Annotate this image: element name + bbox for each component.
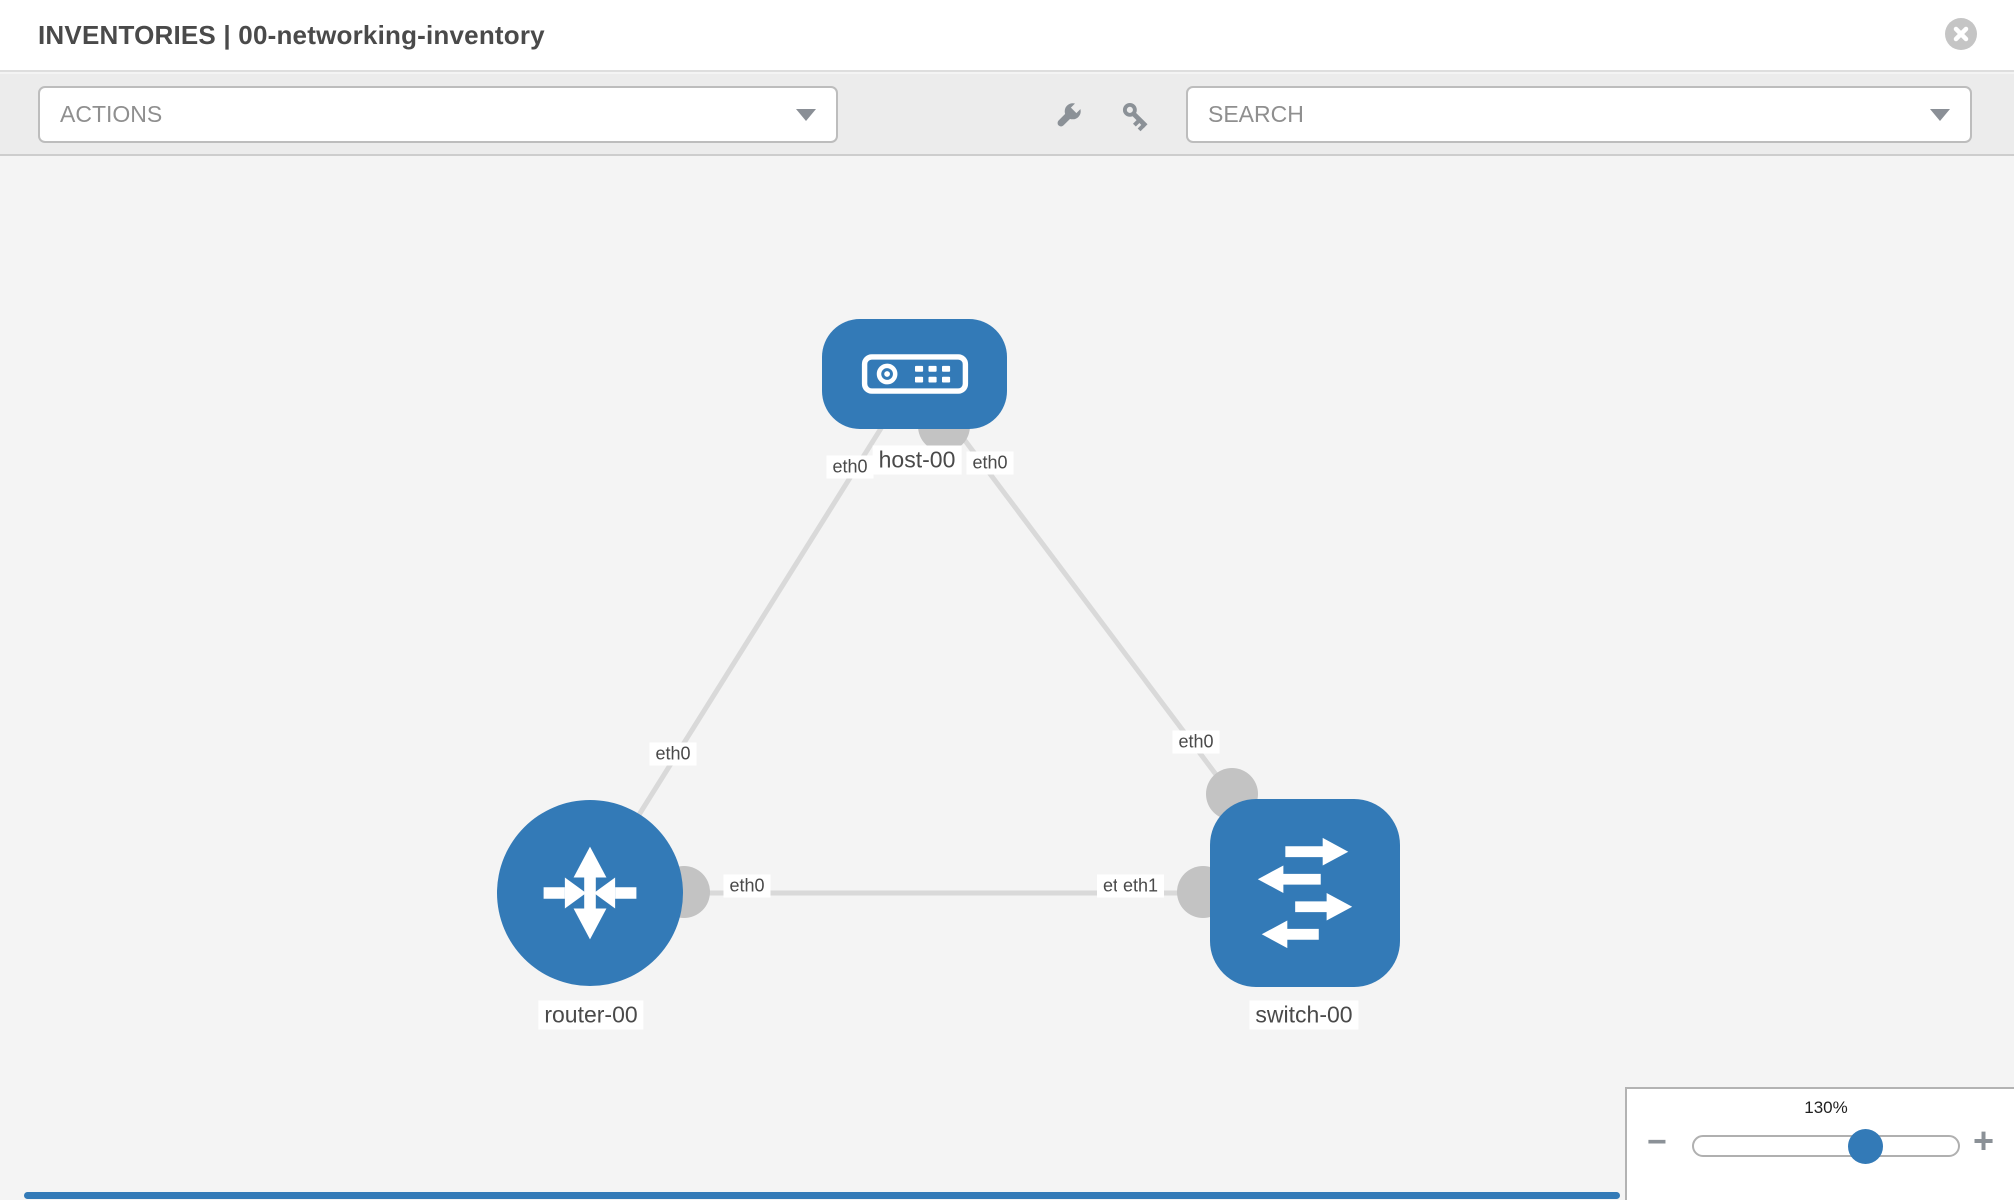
if-label-router-switch-at-router: eth0 [723, 874, 771, 898]
if-label-host-switch-at-switch: eth0 [1172, 730, 1220, 754]
topology-edges [587, 372, 1307, 896]
bottom-accent-bar [24, 1192, 1620, 1199]
page-title: INVENTORIES | 00-networking-inventory [38, 20, 545, 50]
switch-icon [1257, 837, 1353, 949]
chevron-down-icon [1930, 108, 1950, 121]
node-label-router: router-00 [538, 1000, 644, 1030]
host-icon [861, 354, 968, 394]
if-label-host-router-at-host: eth0 [826, 455, 874, 479]
if-label-router-switch-at-switch: eth1 [1117, 874, 1165, 898]
credentials-button[interactable] [1118, 98, 1154, 134]
header: INVENTORIES | 00-networking-inventory [0, 0, 2014, 72]
close-icon [1953, 26, 1969, 42]
actions-dropdown-label: ACTIONS [60, 101, 163, 127]
zoom-in-button[interactable]: + [1973, 1120, 1995, 1161]
if-label-host-switch-at-host: eth0 [966, 451, 1014, 475]
zoom-out-button[interactable]: − [1647, 1123, 1667, 1161]
zoom-level-label: 130% [1804, 1098, 1848, 1117]
node-label-switch: switch-00 [1249, 1000, 1359, 1030]
node-router-00[interactable] [497, 800, 683, 986]
if-label-host-router-at-router: eth0 [649, 742, 697, 766]
zoom-slider[interactable] [1692, 1135, 1960, 1157]
actions-dropdown[interactable]: ACTIONS [38, 86, 838, 143]
toolbar: ACTIONS [0, 74, 2014, 156]
configure-button[interactable] [1050, 98, 1086, 134]
wrench-icon [1057, 101, 1083, 127]
router-icon [543, 846, 637, 940]
node-host-00[interactable] [822, 319, 1007, 429]
node-switch-00[interactable] [1210, 799, 1400, 987]
zoom-panel: 130% − + [1625, 1087, 2014, 1200]
close-button[interactable] [1945, 18, 1977, 50]
zoom-slider-thumb[interactable] [1848, 1129, 1883, 1164]
node-label-host: host-00 [872, 445, 962, 475]
search-dropdown-label: SEARCH [1208, 101, 1304, 127]
chevron-down-icon [796, 108, 816, 121]
key-icon [1122, 102, 1148, 132]
search-dropdown[interactable]: SEARCH [1186, 86, 1972, 143]
network-canvas[interactable]: host-00 router-00 switch-00 eth0 eth0 et… [0, 158, 2014, 1200]
